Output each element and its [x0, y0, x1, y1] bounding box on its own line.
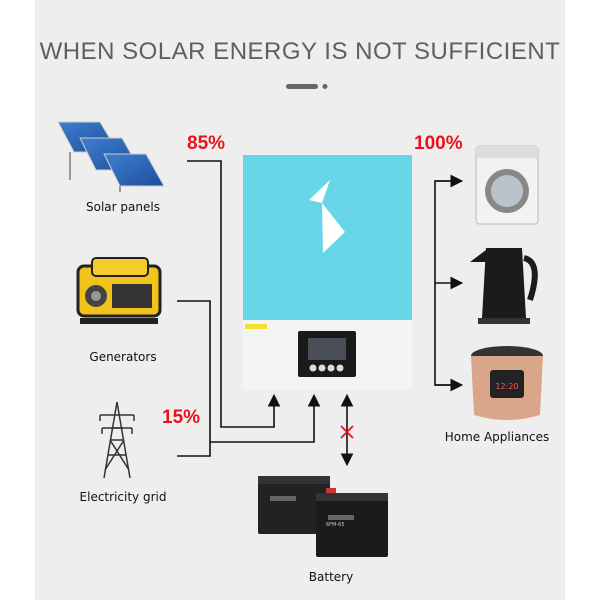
- battery-illustration: [258, 476, 388, 557]
- washing-machine-illustration: [475, 145, 539, 225]
- generator-illustration: [76, 257, 162, 324]
- electricity-grid-label: Electricity grid: [79, 490, 167, 504]
- blocked-x-icon: [340, 425, 354, 439]
- page-title: WHEN SOLAR ENERGY IS NOT SUFFICIENT: [39, 38, 561, 65]
- flow-lines: [177, 160, 464, 467]
- svg-text:12:20: 12:20: [495, 382, 518, 391]
- electricity-pylon-illustration: [99, 401, 135, 479]
- output-percentage: 100%: [414, 133, 463, 154]
- solar-panel-illustration: [57, 121, 165, 192]
- grid-percentage: 15%: [162, 407, 201, 428]
- kettle-illustration: [470, 248, 538, 324]
- solar-panels-label: Solar panels: [86, 200, 160, 214]
- battery-label: Battery: [308, 570, 354, 584]
- home-appliances-label: Home Appliances: [444, 430, 550, 444]
- rice-cooker-illustration: 12:20: [471, 346, 543, 420]
- battery-model-text: 6FM-65: [326, 522, 345, 528]
- inverter-illustration: [243, 155, 412, 390]
- generators-label: Generators: [89, 350, 157, 364]
- title-divider: [286, 84, 328, 89]
- solar-percentage: 85%: [187, 133, 226, 154]
